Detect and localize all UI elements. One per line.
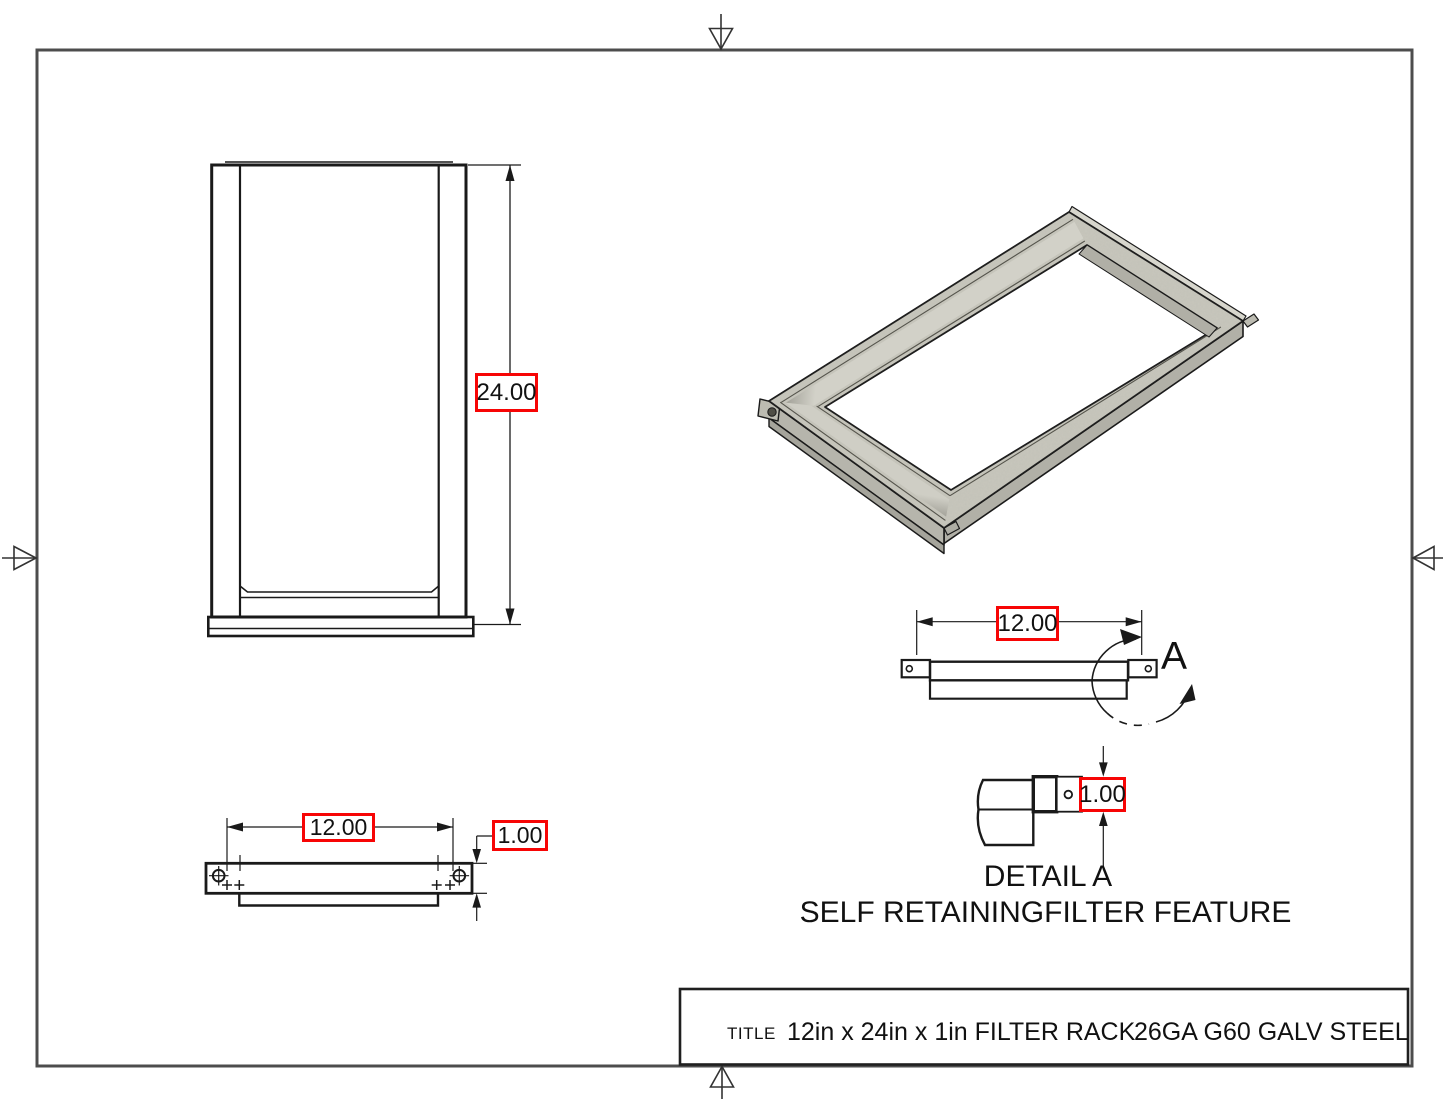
dimension-bottom-width[interactable]: 12.00 (302, 813, 375, 842)
iso-inner-wall (1078, 244, 1218, 338)
iso-top-face-texture (769, 212, 1243, 528)
detail-callout-arc (1091, 629, 1196, 727)
detail-hole (1063, 789, 1073, 800)
front-panel-lip (239, 585, 440, 593)
dimension-detail-depth-lines (1099, 746, 1108, 868)
dimension-bottom-width-lines (226, 818, 454, 871)
dimension-front-height[interactable]: 24.00 (475, 373, 538, 412)
iso-front-flange (768, 417, 945, 555)
front-base-flange (207, 615, 475, 638)
detail-channel-section (976, 778, 1035, 847)
dimension-bottom-depth[interactable]: 1.00 (492, 820, 548, 851)
detail-fold-section (1031, 775, 1059, 814)
bottom-view (204, 818, 494, 921)
iso-bottom-corner-step (943, 520, 961, 536)
detail-view (976, 746, 1108, 868)
dimension-detail-depth[interactable]: 1.00 (1079, 777, 1126, 812)
side-hole-left (905, 664, 914, 673)
title-block-title: 12in x 24in x 1in FILTER RACK (787, 1018, 1136, 1046)
dimension-side-width[interactable]: 12.00 (996, 606, 1059, 641)
side-tab-left (900, 658, 932, 679)
side-bar (928, 660, 1130, 682)
title-block-label: TITLE (727, 1024, 776, 1043)
iso-groove-long (785, 221, 1084, 406)
detail-title: DETAIL A (983, 860, 1113, 893)
border-marker-bottom (709, 1064, 735, 1099)
detail-subtitle: SELF RETAININGFILTER FEATURE (799, 896, 1292, 929)
bottom-outline (204, 861, 474, 895)
iso-right-wall (943, 320, 1244, 545)
mounting-hole-right (449, 866, 470, 886)
iso-tab-right (1242, 313, 1260, 328)
datum-plus-marks (222, 880, 455, 890)
isometric-view (757, 205, 1260, 555)
border-marker-right (1411, 545, 1443, 571)
iso-bump-left (767, 407, 777, 417)
bottom-step (238, 893, 440, 907)
dimension-bottom-depth-lines (472, 835, 494, 921)
side-tab-right (1127, 658, 1158, 679)
side-step (928, 680, 1128, 700)
title-block (678, 987, 1410, 1066)
border-marker-top (708, 14, 734, 51)
front-outline (210, 163, 468, 619)
iso-groove-short (785, 402, 950, 517)
title-block-material: 26GA G60 GALV STEEL (1134, 1018, 1409, 1046)
side-hole-right (1144, 664, 1153, 673)
mounting-hole-left (209, 866, 229, 886)
border-marker-left (2, 545, 38, 571)
detail-callout-letter: A (1161, 635, 1188, 678)
